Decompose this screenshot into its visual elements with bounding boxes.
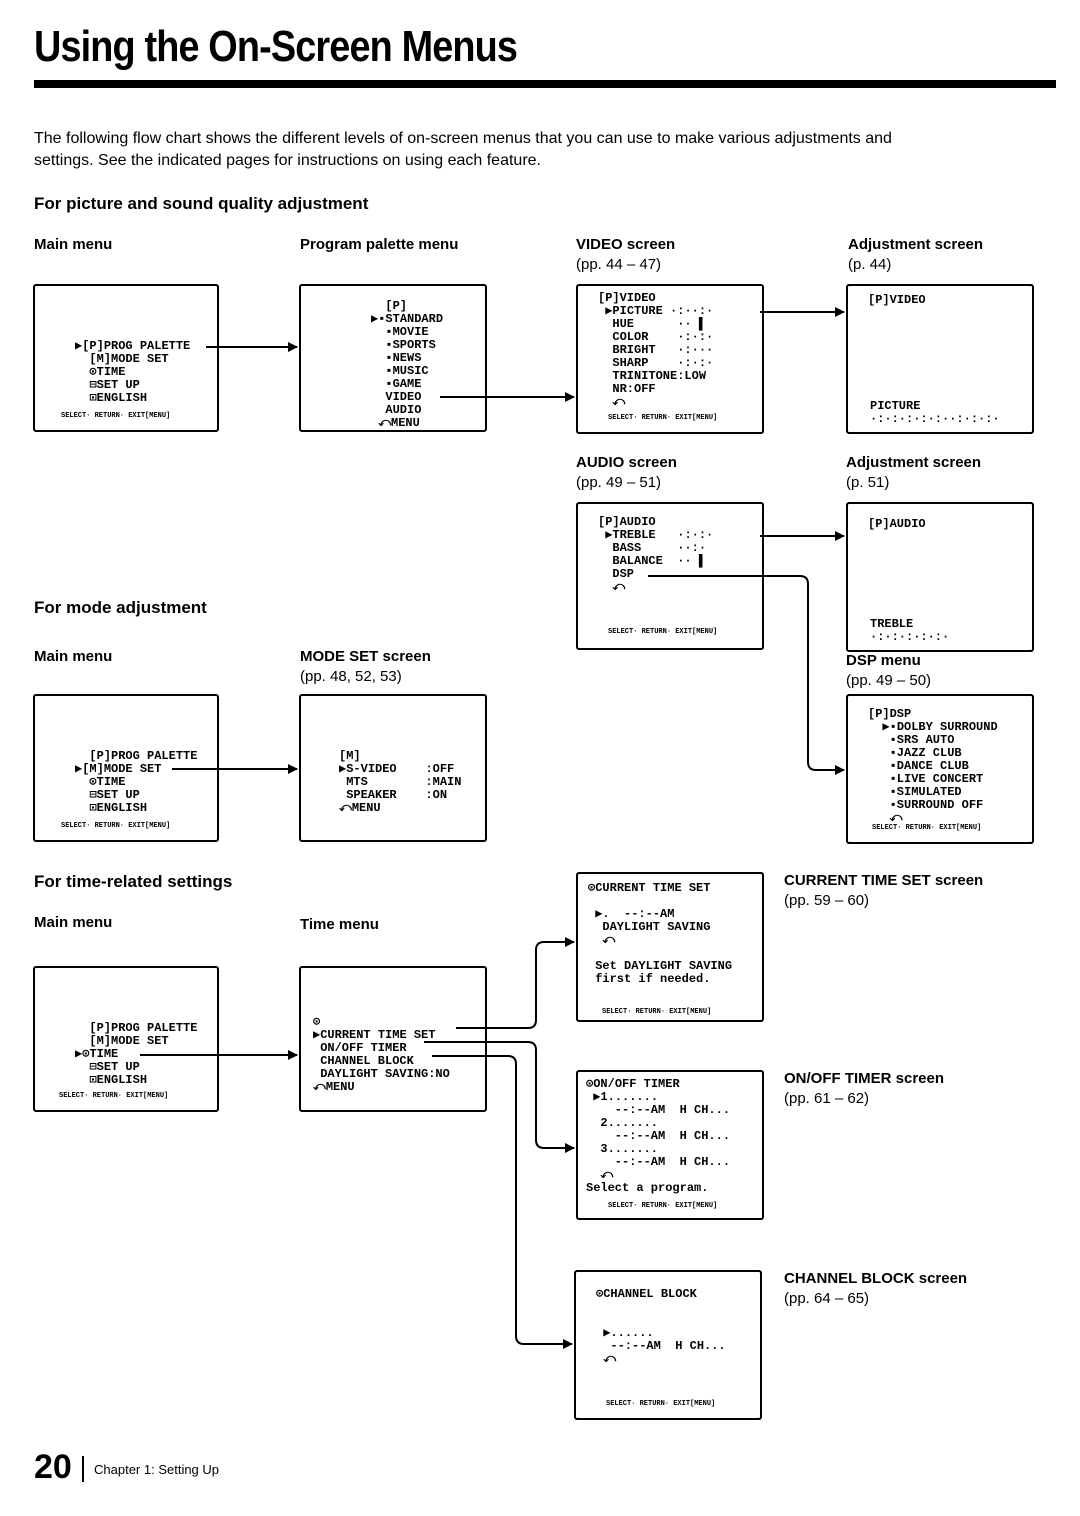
section-picture-heading: For picture and sound quality adjustment bbox=[34, 194, 369, 213]
adjustment-audio-head: [P]AUDIO bbox=[868, 517, 926, 531]
arrow-time-to-current bbox=[456, 937, 575, 1029]
onoff-timer-text: ⊙ON/OFF TIMER ▶1....... --:--AM H CH... … bbox=[586, 1077, 731, 1195]
adjustment-video-pages: (p. 44) bbox=[848, 256, 892, 273]
mode-set-screen: [M] ▶S-VIDEO :OFF MTS :MAIN SPEAKER :ON … bbox=[299, 694, 487, 842]
adjustment-audio-label: Adjustment screen bbox=[846, 454, 982, 471]
program-palette-label: Program palette menu bbox=[300, 236, 459, 253]
current-time-set-screen: ⊙CURRENT TIME SET ▶. --:--AM DAYLIGHT SA… bbox=[576, 872, 764, 1022]
time-menu-screen: ⊙ ▶CURRENT TIME SET ON/OFF TIMER CHANNEL… bbox=[299, 966, 487, 1112]
adjustment-audio-foot: TREBLE ·:·:·:·:·:· bbox=[870, 617, 950, 644]
arrow-time-to-channel bbox=[432, 1055, 573, 1349]
osd-nav-bar: SELECT· RETURN· EXIT[MENU] bbox=[606, 1400, 716, 1408]
mode-set-pages: (pp. 48, 52, 53) bbox=[300, 668, 402, 685]
osd-nav-bar: SELECT· RETURN· EXIT[MENU] bbox=[608, 628, 718, 636]
audio-screen-text: [P]AUDIO ▶TREBLE ·:·:· BASS ··:· BALANCE… bbox=[598, 515, 714, 594]
video-screen-label: VIDEO screen bbox=[576, 236, 676, 253]
adjustment-video-label: Adjustment screen bbox=[848, 236, 984, 253]
audio-screen-label: AUDIO screen bbox=[576, 454, 677, 471]
main-menu-label: Main menu bbox=[34, 236, 113, 253]
current-time-set-text: ⊙CURRENT TIME SET ▶. --:--AM DAYLIGHT SA… bbox=[588, 881, 733, 986]
dsp-menu-pages: (pp. 49 – 50) bbox=[846, 672, 932, 689]
arrow-audio-to-dsp bbox=[648, 575, 845, 775]
video-screen: [P]VIDEO ▶PICTURE ·:··:· HUE ·· ▌ COLOR … bbox=[576, 284, 764, 434]
adjustment-video-foot: PICTURE ·:·:·:·:·:··:·:·:· bbox=[870, 399, 1000, 426]
onoff-timer-screen: ⊙ON/OFF TIMER ▶1....... --:--AM H CH... … bbox=[576, 1070, 764, 1220]
dsp-menu-screen: [P]DSP ▶▪DOLBY SURROUND ▪SRS AUTO ▪JAZZ … bbox=[846, 694, 1034, 844]
intro-text: The following flow chart shows the diffe… bbox=[34, 130, 892, 169]
main-menu-screen-1: ▶[P]PROG PALETTE [M]MODE SET ⊙TIME ⊟SET … bbox=[33, 284, 219, 432]
title-rule bbox=[34, 80, 1056, 88]
osd-nav-bar: SELECT· RETURN· EXIT[MENU] bbox=[61, 412, 171, 420]
channel-block-text: ⊙CHANNEL BLOCK ▶...... --:--AM H CH... ⤺ bbox=[596, 1287, 726, 1366]
current-time-set-pages: (pp. 59 – 60) bbox=[784, 892, 870, 909]
mode-set-text: [M] ▶S-VIDEO :OFF MTS :MAIN SPEAKER :ON … bbox=[339, 749, 462, 815]
main-menu-screen-3: [P]PROG PALETTE [M]MODE SET ▶⊙TIME ⊟SET … bbox=[33, 966, 219, 1112]
mode-set-label: MODE SET screen bbox=[300, 648, 431, 665]
audio-screen-pages: (pp. 49 – 51) bbox=[576, 474, 662, 491]
time-menu-label: Time menu bbox=[300, 916, 379, 933]
video-screen-text: [P]VIDEO ▶PICTURE ·:··:· HUE ·· ▌ COLOR … bbox=[598, 291, 714, 409]
program-palette-screen: [P] ▶▪STANDARD ▪MOVIE ▪SPORTS ▪NEWS ▪MUS… bbox=[299, 284, 487, 432]
page-number: 20 bbox=[34, 1448, 72, 1486]
footer-divider bbox=[82, 1456, 84, 1482]
channel-block-screen: ⊙CHANNEL BLOCK ▶...... --:--AM H CH... ⤺… bbox=[574, 1270, 762, 1420]
section-time-heading: For time-related settings bbox=[34, 872, 233, 891]
adjustment-video-screen: [P]VIDEO PICTURE ·:·:·:·:·:··:·:·:· bbox=[846, 284, 1034, 434]
osd-nav-bar: SELECT· RETURN· EXIT[MENU] bbox=[602, 1008, 712, 1016]
main-menu-label: Main menu bbox=[34, 648, 113, 665]
section-mode-heading: For mode adjustment bbox=[34, 598, 207, 617]
osd-nav-bar: SELECT· RETURN· EXIT[MENU] bbox=[61, 822, 171, 830]
osd-nav-bar: SELECT· RETURN· EXIT[MENU] bbox=[59, 1092, 169, 1100]
main-menu-1-text: ▶[P]PROG PALETTE [M]MODE SET ⊙TIME ⊟SET … bbox=[75, 339, 191, 405]
page-title: Using the On-Screen Menus bbox=[34, 22, 518, 71]
arrow-time-to-onoff bbox=[424, 1041, 575, 1153]
osd-nav-bar: SELECT· RETURN· EXIT[MENU] bbox=[872, 824, 982, 832]
main-menu-label: Main menu bbox=[34, 914, 113, 931]
time-menu-text: ⊙ ▶CURRENT TIME SET ON/OFF TIMER CHANNEL… bbox=[313, 1015, 450, 1094]
main-menu-2-text: [P]PROG PALETTE ▶[M]MODE SET ⊙TIME ⊟SET … bbox=[75, 749, 198, 815]
channel-block-label: CHANNEL BLOCK screen bbox=[784, 1270, 968, 1287]
adjustment-video-head: [P]VIDEO bbox=[868, 293, 926, 307]
adjustment-audio-screen: [P]AUDIO TREBLE ·:·:·:·:·:· bbox=[846, 502, 1034, 652]
osd-nav-bar: SELECT· RETURN· EXIT[MENU] bbox=[608, 1202, 718, 1210]
onoff-timer-pages: (pp. 61 – 62) bbox=[784, 1090, 870, 1107]
osd-nav-bar: SELECT· RETURN· EXIT[MENU] bbox=[608, 414, 718, 422]
chapter-label: Chapter 1: Setting Up bbox=[94, 1462, 220, 1477]
program-palette-text: [P] ▶▪STANDARD ▪MOVIE ▪SPORTS ▪NEWS ▪MUS… bbox=[371, 299, 444, 430]
adjustment-audio-pages: (p. 51) bbox=[846, 474, 890, 491]
main-menu-3-text: [P]PROG PALETTE [M]MODE SET ▶⊙TIME ⊟SET … bbox=[75, 1021, 198, 1087]
dsp-menu-text: [P]DSP ▶▪DOLBY SURROUND ▪SRS AUTO ▪JAZZ … bbox=[868, 707, 998, 825]
video-screen-pages: (pp. 44 – 47) bbox=[576, 256, 662, 273]
channel-block-pages: (pp. 64 – 65) bbox=[784, 1290, 870, 1307]
onoff-timer-label: ON/OFF TIMER screen bbox=[784, 1070, 945, 1087]
current-time-set-label: CURRENT TIME SET screen bbox=[784, 872, 984, 889]
dsp-menu-label: DSP menu bbox=[846, 652, 921, 669]
